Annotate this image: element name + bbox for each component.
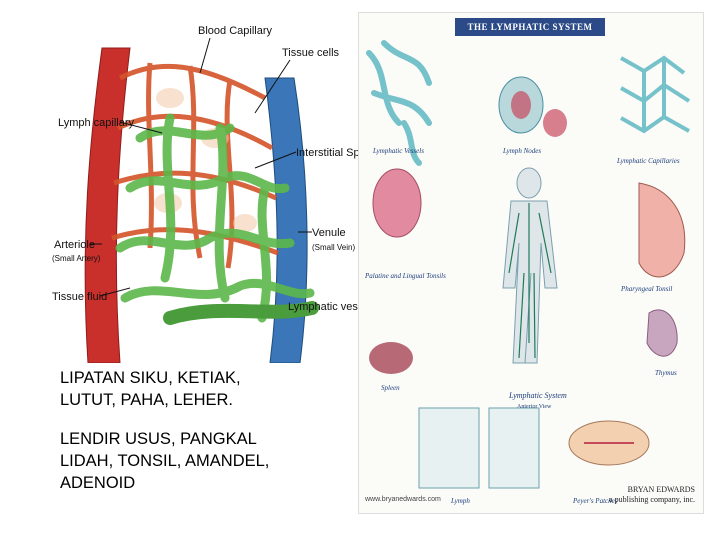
- label-anterior-view: Anterior View: [517, 404, 552, 410]
- label-lymphatic-vessel: Lymphatic vessel: [288, 301, 360, 313]
- label-lymph-capillary: Lymph capillary: [58, 117, 135, 129]
- label-tissue-fluid: Tissue fluid: [52, 291, 107, 303]
- text-lymphoid-tissue-locations: LENDIR USUS, PANGKAL LIDAH, TONSIL, AMAN…: [60, 430, 270, 492]
- label-arteriole: Arteriole: [54, 239, 95, 251]
- label-palatine-lingual-tonsils: Palatine and Lingual Tonsils: [364, 272, 446, 280]
- poster-title: THE LYMPHATIC SYSTEM: [455, 18, 605, 36]
- label-lymphatic-system: Lymphatic System: [508, 391, 567, 400]
- label-venule-sub: (Small Vein): [312, 243, 355, 252]
- publisher-name: BRYAN EDWARDS: [627, 485, 695, 494]
- capillary-diagram: Blood Capillary Tissue cells Lymph capil…: [52, 25, 383, 364]
- label-spleen: Spleen: [381, 384, 400, 392]
- lymph-capillary-illustration: Blood Capillary Tissue cells Lymph capil…: [50, 18, 383, 364]
- label-lymph: Lymph: [450, 497, 470, 505]
- label-tissue-cells: Tissue cells: [282, 47, 340, 59]
- label-peyers-patches: Peyer's Patches: [572, 497, 618, 505]
- label-arteriole-sub: (Small Artery): [52, 254, 101, 263]
- label-lymphatic-capillaries: Lymphatic Capillaries: [616, 157, 680, 165]
- label-blood-capillary: Blood Capillary: [198, 25, 272, 37]
- label-thymus: Thymus: [655, 369, 677, 377]
- label-lymph-nodes: Lymph Nodes: [502, 147, 541, 155]
- label-venule: Venule: [312, 227, 346, 239]
- label-pharyngeal-tonsil: Pharyngeal Tonsil: [620, 285, 672, 293]
- poster-website: www.bryanedwards.com: [365, 496, 441, 503]
- text-lymph-node-locations: LIPATAN SIKU, KETIAK, LUTUT, PAHA, LEHER…: [60, 369, 241, 409]
- label-interstitial-spaces: Interstitial Spaces: [296, 147, 360, 159]
- lymphatic-system-poster: THE LYMPHATIC SYSTEM: [358, 12, 704, 514]
- poster-publisher: BRYAN EDWARDS a publishing company, inc.: [609, 485, 695, 505]
- poster-artwork: Lymphatic Vessels Lymph Nodes Lymphatic …: [364, 40, 691, 505]
- publisher-sub: a publishing company, inc.: [609, 495, 695, 504]
- label-lymphatic-vessels: Lymphatic Vessels: [372, 147, 424, 155]
